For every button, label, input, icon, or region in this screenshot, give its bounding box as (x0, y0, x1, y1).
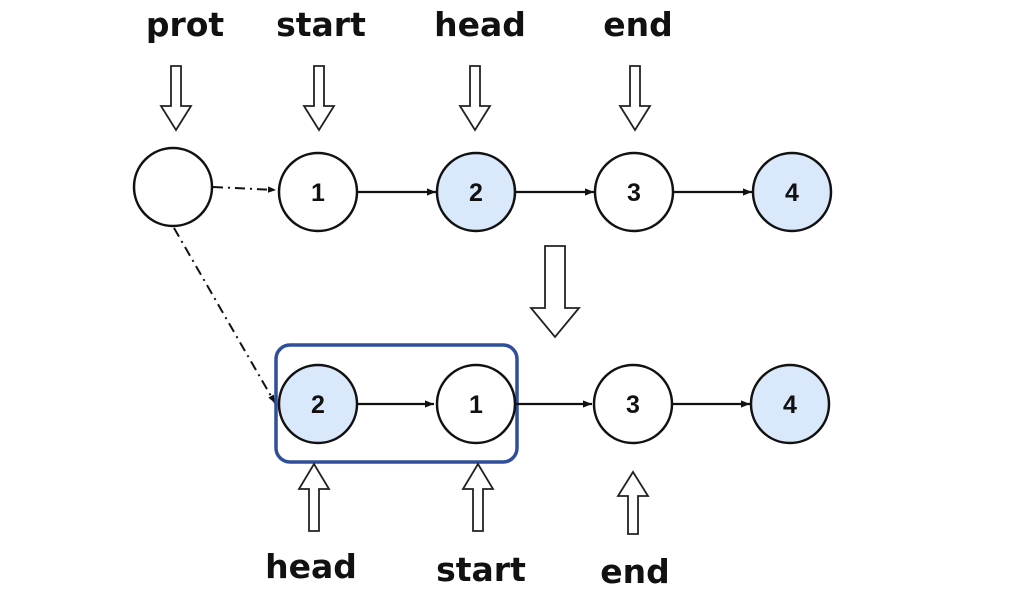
top-node-3-label: 3 (627, 179, 641, 207)
prot-down-arrow-icon (159, 65, 193, 132)
bottom-node-3 (592, 363, 674, 445)
prot-to-bottom-head-dashed-link (173, 227, 276, 404)
bottom-label-head: head (265, 547, 357, 586)
top-node-2-label: 2 (469, 179, 483, 207)
end-down-arrow-icon (618, 65, 652, 132)
top-node-3 (593, 151, 675, 233)
transition-down-arrow-icon (529, 245, 581, 339)
prot-to-1-dashed-link (212, 186, 277, 193)
top-node-4 (751, 151, 833, 233)
bottom-node-1 (435, 363, 517, 445)
top-node-1 (277, 151, 359, 233)
bottom-end-up-arrow-icon (616, 470, 650, 535)
top-node-1-label: 1 (311, 179, 325, 207)
bottom-node-1-label: 1 (469, 391, 483, 419)
bottom-start-up-arrow-icon (461, 462, 495, 532)
bottom-node-3-label: 3 (626, 391, 640, 419)
bottom-label-start: start (436, 550, 526, 589)
top-node-4-label: 4 (785, 179, 799, 207)
bottom-node-4 (749, 363, 831, 445)
bottom-label-end: end (600, 552, 670, 591)
bottom-head-up-arrow-icon (297, 462, 331, 532)
head-down-arrow-icon (458, 65, 492, 132)
bottom-node-2 (277, 363, 359, 445)
bottom-node-2-label: 2 (311, 391, 325, 419)
prot-dummy-node (132, 146, 214, 228)
top-label-start: start (276, 5, 366, 44)
start-down-arrow-icon (302, 65, 336, 132)
bottom-node-4-label: 4 (783, 391, 797, 419)
top-label-head: head (434, 5, 526, 44)
top-label-prot: prot (146, 5, 225, 44)
top-label-end: end (603, 5, 673, 44)
top-node-2 (435, 151, 517, 233)
